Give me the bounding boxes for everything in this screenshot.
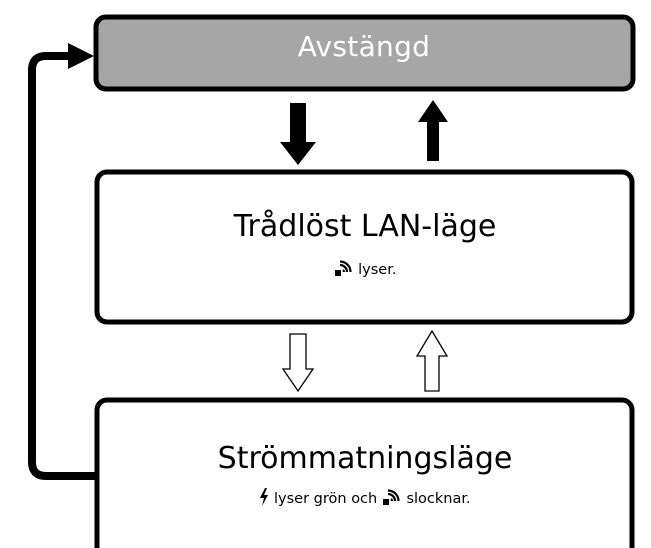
node-off-box xyxy=(93,14,636,92)
edge-wlan-to-power-arrow xyxy=(281,333,315,393)
wireless-icon xyxy=(334,259,354,282)
node-power-note-before: lyser grön och xyxy=(274,491,378,507)
node-wlan-label: Trådlöst LAN-läge xyxy=(233,209,497,244)
edge-power-to-off-arrowhead xyxy=(68,43,94,69)
edge-wlan-to-off-arrow xyxy=(418,100,448,161)
node-power-box xyxy=(94,397,635,548)
node-wlan-note: lyser. xyxy=(96,259,634,282)
edge-power-to-wlan-arrow xyxy=(415,329,449,392)
node-wlan-note-text: lyser. xyxy=(358,262,397,278)
edge-power-to-off-loop xyxy=(28,52,97,480)
node-wlan-box xyxy=(94,169,635,325)
node-power-note: lyser grön och slocknar. xyxy=(96,488,634,511)
lightning-icon xyxy=(259,488,269,511)
node-power-note-after: slocknar. xyxy=(406,491,471,507)
edge-off-to-wlan-arrow xyxy=(280,103,316,165)
node-power-label: Strömmatningsläge xyxy=(217,441,513,476)
node-off-label: Avstängd xyxy=(297,30,431,63)
wireless-icon xyxy=(382,488,402,511)
